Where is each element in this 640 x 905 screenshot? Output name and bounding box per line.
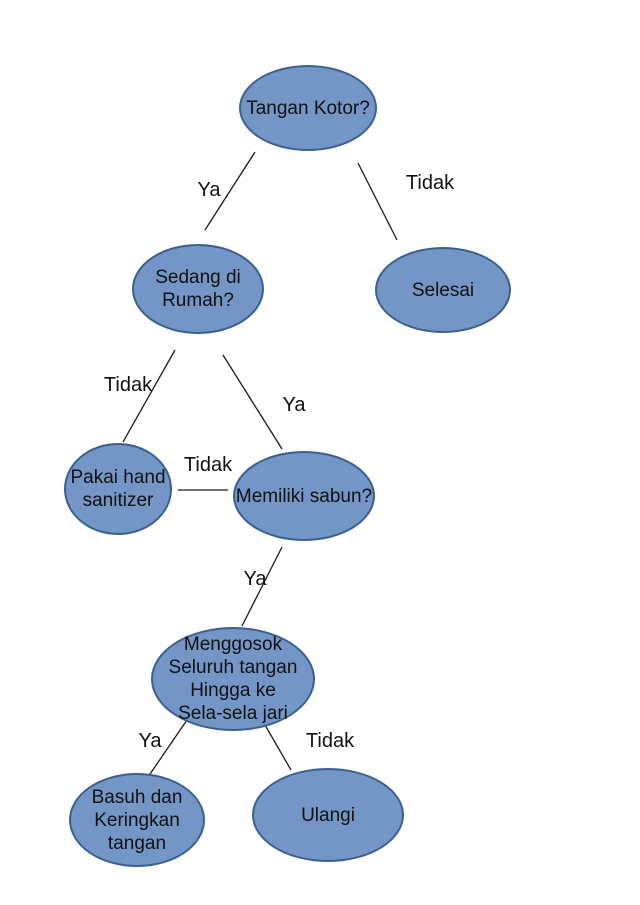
node-sedang-di-rumah: Sedang di Rumah? [132,244,264,334]
node-menggosok-seluruh-tangan: Menggosok Seluruh tangan Hingga ke Sela-… [151,627,315,731]
node-ulangi: Ulangi [252,768,404,862]
edge-line-menggosok-to-basuh [147,719,188,778]
node-ulangi-label: Ulangi [301,804,355,826]
edge-line-tangan-to-selesai [357,162,398,241]
node-sedang-di-rumah-label: Sedang di Rumah? [155,267,241,311]
edge-label-tangan-to-selesai: Tidak [405,172,455,194]
node-selesai-label: Selesai [411,279,475,301]
edge-line-menggosok-to-ulangi [264,724,292,771]
node-basuh-dan-keringkan-tangan-label: Basuh dan Keringkan tangan [91,786,183,854]
edge-label-menggosok-to-basuh: Ya [138,730,162,752]
edge-label-tangan-to-sedang: Ya [197,179,221,201]
node-pakai-hand-sanitizer: Pakai hand sanitizer [64,443,172,535]
node-memiliki-sabun: Memiliki sabun? [233,451,375,541]
node-selesai: Selesai [375,247,511,333]
edge-line-sedang-to-pakai [122,349,176,443]
edge-line-tangan-to-sedang [204,151,256,231]
node-tangan-kotor-label: Tangan Kotor? [246,97,370,119]
node-pakai-hand-sanitizer-label: Pakai hand sanitizer [70,467,166,511]
node-tangan-kotor: Tangan Kotor? [239,65,377,151]
edge-label-menggosok-to-ulangi: Tidak [305,730,355,752]
edge-line-sedang-to-memiliki [222,354,283,450]
edge-label-sedang-to-pakai: Tidak [103,374,153,396]
edge-label-sedang-to-memiliki: Ya [282,394,306,416]
node-basuh-dan-keringkan-tangan: Basuh dan Keringkan tangan [69,773,205,867]
node-menggosok-seluruh-tangan-label: Menggosok Seluruh tangan Hingga ke Sela-… [168,634,298,724]
node-memiliki-sabun-label: Memiliki sabun? [235,485,373,507]
edge-line-memiliki-to-menggosok [241,546,283,627]
edge-label-memiliki-to-menggosok: Ya [243,568,267,590]
edge-label-memiliki-to-pakai: Tidak [183,454,233,476]
